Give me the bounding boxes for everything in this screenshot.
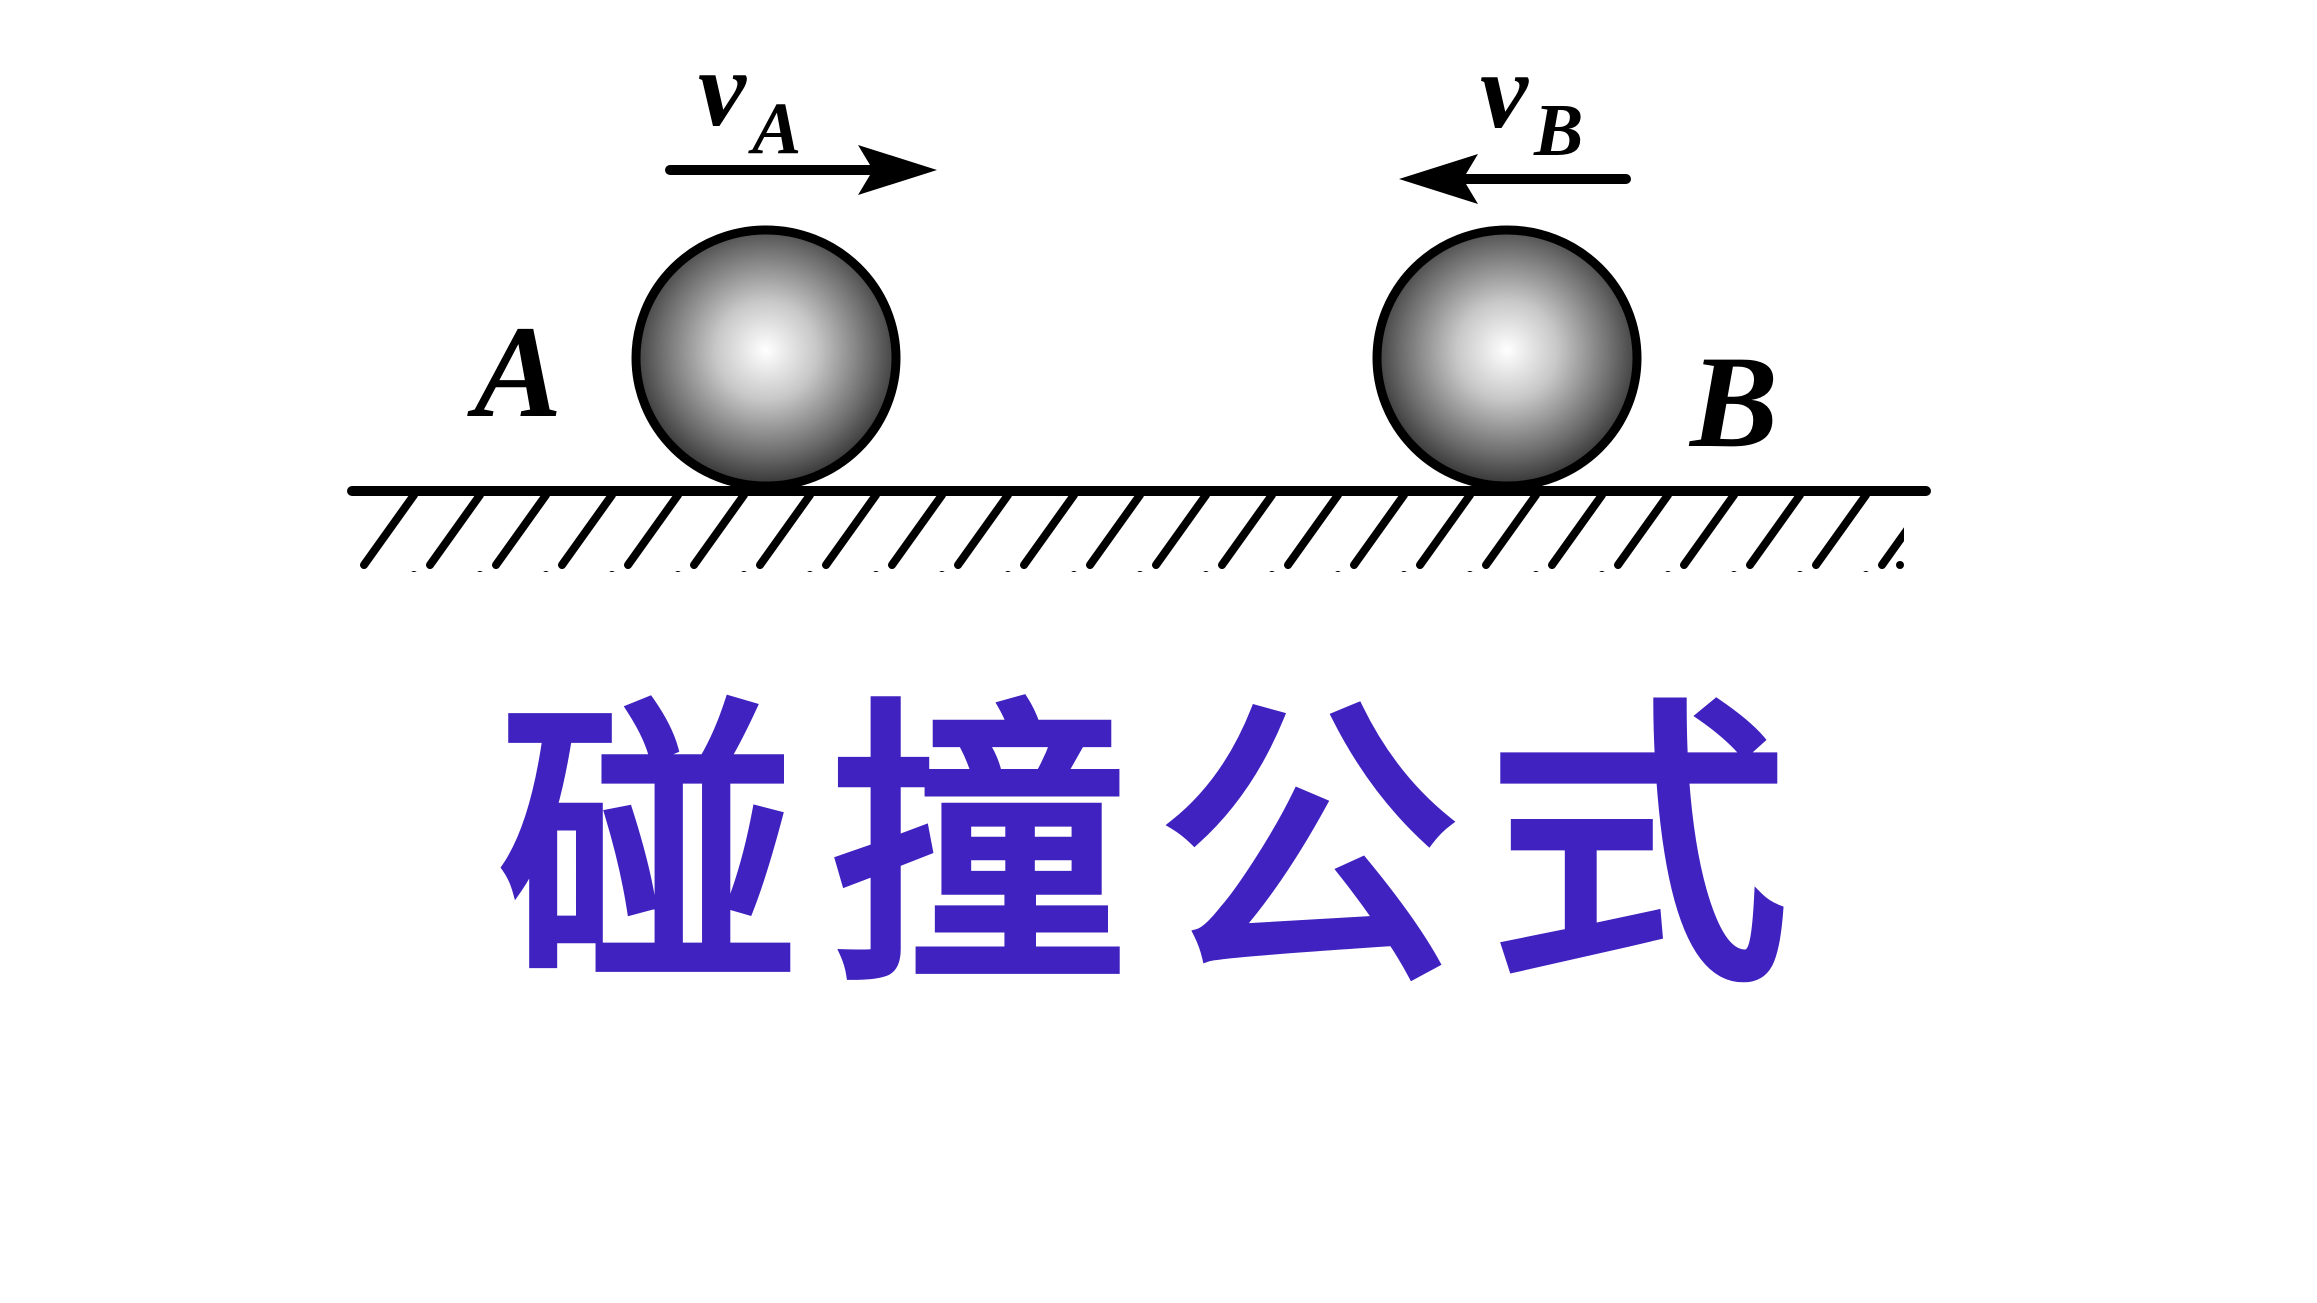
page-title: 碰撞公式 (498, 675, 1819, 1024)
ball-a-label: A (474, 298, 563, 445)
ball-a (631, 225, 901, 491)
ground-end-dot (1896, 561, 1904, 569)
velocity-symbol-a: v (698, 30, 746, 149)
ground-hatching (356, 496, 1904, 572)
ball-b (1372, 225, 1642, 491)
velocity-arrow-b (1399, 154, 1631, 204)
velocity-label-b: vB (1480, 38, 1583, 169)
ball-b-label: B (1690, 328, 1779, 475)
velocity-arrow-a (665, 145, 937, 195)
ground (347, 486, 1931, 572)
velocity-subscript-a: A (751, 88, 802, 170)
velocity-label-a: vA (698, 36, 801, 167)
velocity-symbol-b: v (1480, 32, 1528, 151)
velocity-subscript-b: B (1533, 90, 1584, 172)
